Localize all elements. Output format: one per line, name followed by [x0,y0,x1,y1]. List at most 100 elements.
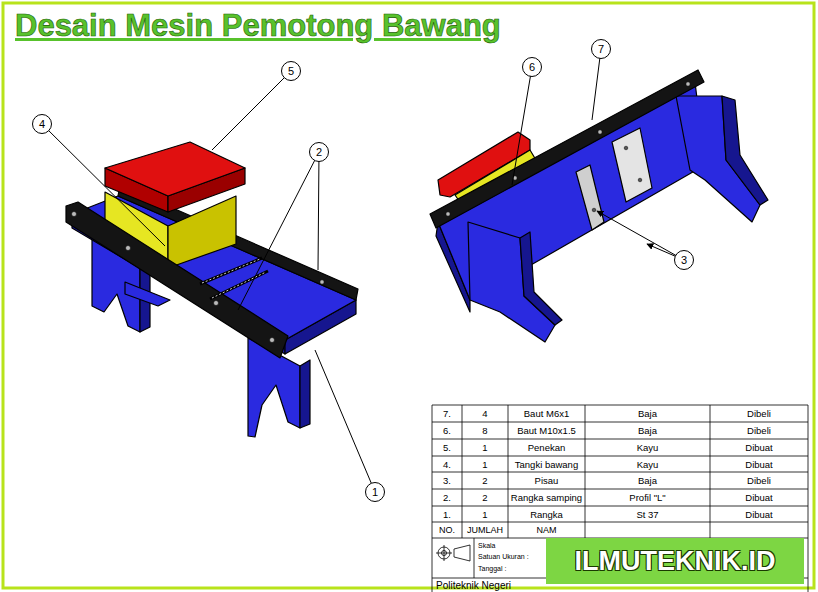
projection-symbol [454,545,470,561]
table-cell: Kayu [637,459,659,470]
table-grid [432,422,808,423]
table-cell: 4. [443,459,451,470]
watermark-box: ILMUTEKNIK.ID [546,538,804,584]
table-cell-box: 8 [463,423,507,438]
table-cell: Baut M6x1 [524,408,569,419]
table-grid [474,538,475,578]
table-cell: Dibuat [745,459,772,470]
table-grid [432,439,808,440]
table-cell: Tangki bawang [515,459,578,470]
leg-side [722,96,768,205]
table-cell-box: 2. [433,490,461,505]
table-cell-box: Pisau [509,473,584,488]
page-frame [3,3,814,588]
knife-hole [624,146,628,150]
leg [676,96,760,222]
bolt [598,130,602,134]
slot-teeth [212,272,266,298]
table-cell-box: Dibuat [711,507,807,521]
table-cell: Rangka [530,509,563,520]
table-cell-box: 2 [463,473,507,488]
leader-line [597,211,684,260]
table-cell-box: 1 [463,457,507,471]
slot [210,271,268,299]
table-cell-box: 1. [433,507,461,521]
bolt [320,280,324,284]
leader-line [42,124,165,246]
table-cell: 4 [482,408,487,419]
table-grid [710,405,711,538]
table-cell: 1. [443,509,451,520]
knife [612,128,652,202]
bolt [72,212,77,217]
leg-side [300,360,310,428]
leader-line [318,152,319,270]
table-cell-box: Profil "L" [586,490,709,505]
left-view [66,142,358,437]
table-cell: Baut M10x1.5 [517,425,576,436]
table-header: NO. [439,525,455,535]
leg-middle [125,282,170,306]
title-block-text: Tanggal : [478,565,506,572]
table-cell-box: 1 [463,507,507,521]
table-cell: 2. [443,492,451,503]
projection-symbol [444,545,445,561]
callout-number: 6 [529,61,535,73]
table-cell-box: Dibeli [711,406,807,421]
leader-line [512,67,532,185]
table-cell: 7. [443,408,451,419]
callout-circle: 3 [674,250,694,270]
table-cell-box: 4 [463,406,507,421]
title-block-text-box: Satuan Ukuran : [478,551,544,561]
table-cell: Dibuat [745,442,772,453]
table-cell-box: 4. [433,457,461,471]
table-cell-box: Rangka [509,507,584,521]
table-cell: Profil "L" [629,492,665,503]
table-cell: 8 [482,425,487,436]
table-cell-box: Baja [586,423,709,438]
table-grid [585,405,586,538]
table-grid [462,405,463,538]
bolt [686,82,690,86]
table-cell: Penekan [528,442,566,453]
callout-circle: 2 [309,142,329,162]
knife-hole [638,178,642,182]
bolt [126,246,131,251]
knife [576,165,604,230]
table-header: JUMLAH [467,525,503,535]
table-cell: 1 [482,442,487,453]
callout-number: 7 [598,43,604,55]
table-cell-box: Baut M10x1.5 [509,423,584,438]
table-cell: 6. [443,425,451,436]
table-cell: 1 [482,459,487,470]
table-grid [432,405,808,592]
table-cell: Dibeli [747,408,771,419]
table-grid [808,405,809,592]
table-cell: 2 [482,475,487,486]
table-cell-box: Dibuat [711,490,807,505]
table-cell-box: 6. [433,423,461,438]
table-cell-box: Baja [586,406,709,421]
table-cell: Baja [638,408,657,419]
table-cell: 2 [482,492,487,503]
diagram-title: Desain Mesin Pemotong Bawang [15,8,501,44]
table-header-box: JUMLAH [463,523,507,537]
callout-circle: 4 [32,114,52,134]
institution-name: Politeknik Negeri [436,580,511,591]
leader-line [592,49,601,120]
rail [430,70,704,228]
table-cell-box: Kayu [586,440,709,455]
table-cell: Dibeli [747,425,771,436]
bolt [446,212,450,216]
leader-line [212,71,291,150]
callout-circle: 1 [365,482,385,502]
title-block-text-box: Skala [478,540,544,550]
table-header-box: NO. [433,523,461,537]
table-cell-box: 5. [433,440,461,455]
table-grid [432,456,808,457]
table-cell: Baja [638,475,657,486]
callout-circle: 5 [281,61,301,81]
table-header-box: NAM [509,523,584,537]
institution-name-box: Politeknik Negeri [436,579,544,591]
